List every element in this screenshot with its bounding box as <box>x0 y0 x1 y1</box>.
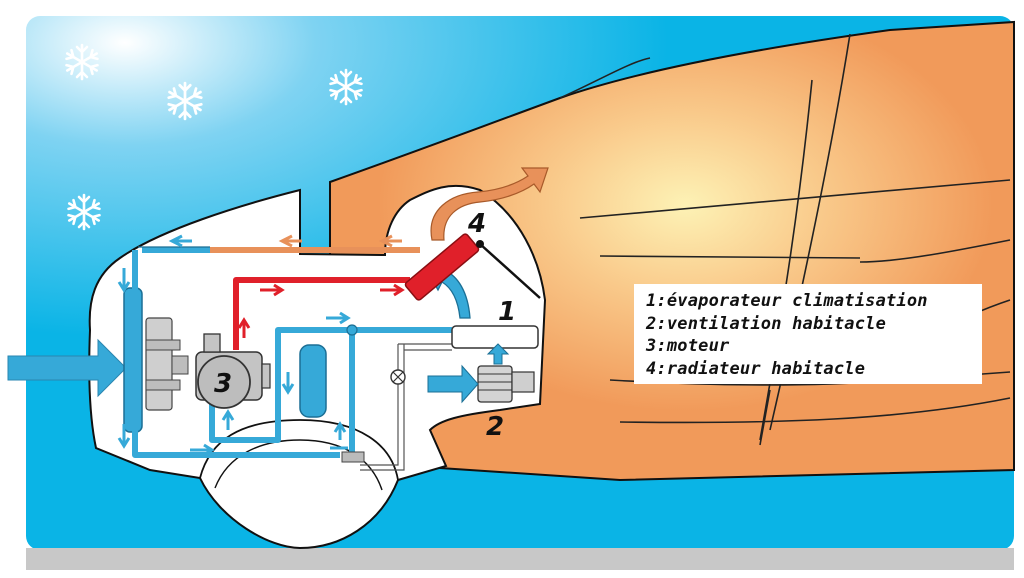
blower-air-arrow <box>427 364 479 404</box>
legend-item-2: 2:ventilation habitacle <box>646 313 887 334</box>
heater-core <box>404 233 480 301</box>
hot-line <box>233 277 410 350</box>
legend-box: 1:évaporateur climatisation 2:ventilatio… <box>634 284 982 384</box>
wheel-arch <box>199 419 399 481</box>
flow-arrows <box>117 234 405 457</box>
evaporator-lines <box>360 343 452 471</box>
air-flap <box>479 243 541 299</box>
label-4: 4 <box>467 209 486 239</box>
engine <box>195 333 271 409</box>
ground <box>26 548 1014 570</box>
cold-circuit <box>132 247 452 458</box>
legend-item-3: 3:moteur <box>646 336 730 356</box>
warm-air-outlet-arrow <box>430 167 549 241</box>
outside-air-arrow <box>7 338 127 398</box>
cabin-blower <box>477 343 535 403</box>
evaporator <box>451 325 539 349</box>
legend-item-4: 4:radiateur habitacle <box>646 358 866 379</box>
receiver-drier <box>299 344 327 418</box>
label-3: 3 <box>214 369 232 399</box>
fan <box>145 317 189 411</box>
label-2: 2 <box>486 412 504 442</box>
legend-item-1: 1:évaporateur climatisation <box>646 291 928 311</box>
label-1: 1 <box>498 297 516 327</box>
